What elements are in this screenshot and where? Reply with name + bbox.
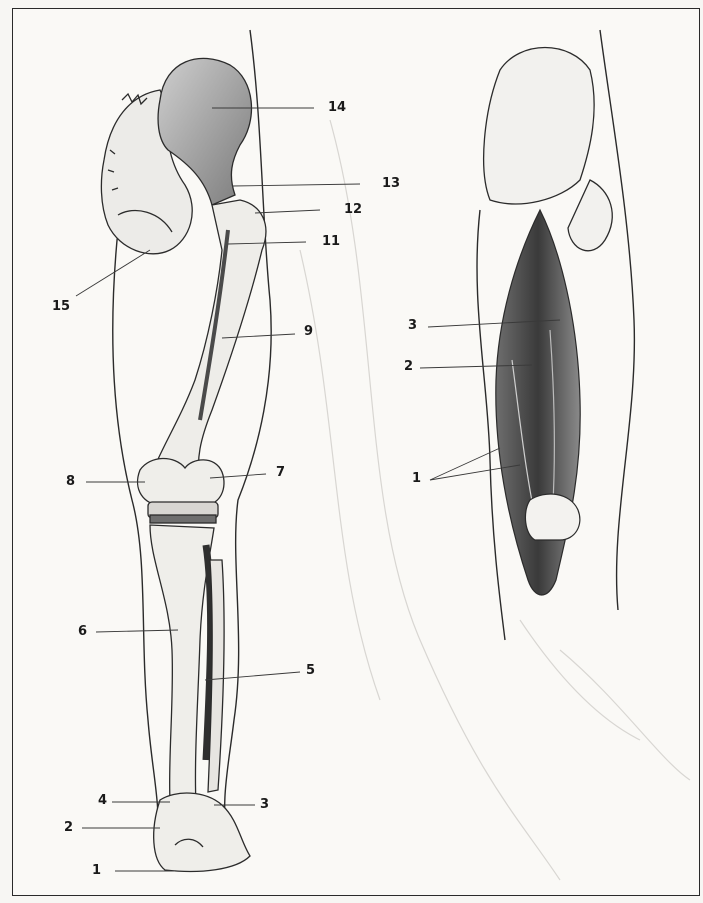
label-2: 2: [64, 821, 73, 834]
label-4: 4: [98, 794, 107, 807]
thigh-muscles: [496, 210, 580, 595]
label-8: 8: [66, 475, 75, 488]
label-15: 15: [52, 300, 70, 313]
knee-joint: [138, 458, 224, 523]
right-label-2: 2: [404, 360, 413, 373]
label-9: 9: [304, 325, 313, 338]
label-12: 12: [344, 203, 362, 216]
label-13: 13: [382, 177, 400, 190]
label-11: 11: [322, 235, 340, 248]
lower-leg-bones: [150, 525, 224, 805]
right-label-1: 1: [412, 472, 421, 485]
label-6: 6: [78, 625, 87, 638]
label-14: 14: [328, 101, 346, 114]
right-label-3: 3: [408, 319, 417, 332]
label-3: 3: [260, 798, 269, 811]
label-1: 1: [92, 864, 101, 877]
label-5: 5: [306, 664, 315, 677]
label-7: 7: [276, 466, 285, 479]
right-pelvis: [484, 48, 613, 251]
background-sketch: [300, 120, 690, 880]
